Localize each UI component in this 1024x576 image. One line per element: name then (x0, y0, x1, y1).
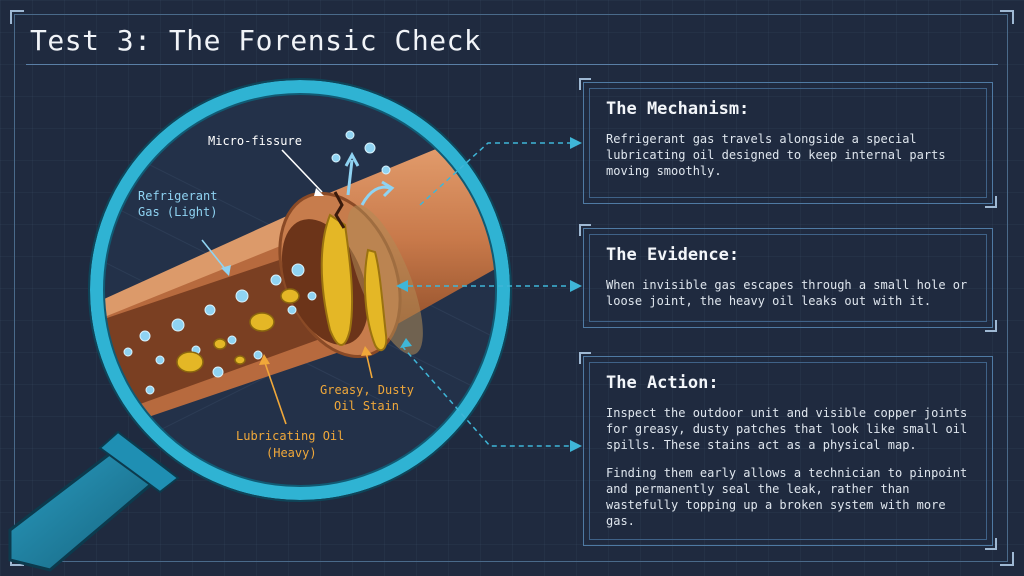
title-divider (26, 64, 998, 65)
frame-corner (1000, 10, 1014, 24)
action-panel: The Action: Inspect the outdoor unit and… (579, 352, 997, 550)
gas-bubble (270, 274, 282, 286)
evidence-body: When invisible gas escapes through a sma… (606, 278, 968, 308)
gas-bubble (235, 289, 249, 303)
frame-corner (10, 10, 24, 24)
gas-bubble (381, 165, 391, 175)
arrow-head (344, 151, 360, 167)
gas-bubble (171, 318, 185, 332)
gas-bubble (253, 350, 263, 360)
oil-leak (320, 213, 354, 346)
connector-arrowhead (570, 280, 582, 292)
connector-arrowhead (570, 440, 582, 452)
leader-refrigerant (201, 239, 227, 271)
leader-arrowhead (259, 354, 270, 365)
oil-drip (363, 248, 388, 352)
connector-arrowheads (396, 137, 582, 452)
action-heading: The Action: (606, 373, 719, 393)
label-refrigerant-line2: Gas (Light) (138, 205, 217, 219)
gas-bubble (212, 366, 224, 378)
gas-bubble (345, 130, 355, 140)
connector-arrowhead (400, 338, 412, 348)
label-stain-line1: Greasy, Dusty (320, 383, 414, 397)
gas-bubble (331, 153, 341, 163)
micro-fissure-crack (333, 191, 346, 229)
frame-corner (1000, 552, 1014, 566)
lens-ring-outer (88, 78, 512, 502)
escape-arrows (344, 151, 395, 206)
mechanism-panel: The Mechanism: Refrigerant gas travels a… (579, 78, 997, 208)
gas-bubble (155, 355, 165, 365)
connector-arrowhead (396, 280, 408, 292)
label-lubricating-line1: Lubricating Oil (236, 429, 344, 443)
leader-arrowhead (361, 346, 372, 356)
page-title: Test 3: The Forensic Check (30, 24, 482, 57)
connector-arrowhead (570, 137, 582, 149)
evidence-heading: The Evidence: (606, 245, 740, 265)
label-leaders (281, 149, 323, 193)
leader-micro-fissure (281, 149, 323, 193)
leader-arrowhead (314, 188, 324, 196)
action-body-1: Inspect the outdoor unit and visible cop… (606, 406, 968, 452)
lens-ring (90, 80, 510, 500)
oil-droplet (213, 338, 227, 350)
oil-droplet (249, 312, 275, 332)
label-micro-fissure: Micro-fissure (208, 134, 302, 148)
pipe-rim (100, 210, 320, 322)
oil-droplet (280, 288, 300, 304)
gas-bubbles (123, 130, 391, 395)
arrow-head (381, 180, 395, 198)
action-body-2: Finding them early allows a technician t… (606, 466, 968, 528)
gas-bubble (287, 305, 297, 315)
connector-mechanism (419, 142, 570, 206)
evidence-panel: The Evidence: When invisible gas escapes… (579, 224, 997, 332)
gas-bubble (364, 142, 376, 154)
oil-droplet (176, 351, 204, 373)
label-stain-line2: Oil Stain (334, 399, 399, 413)
dusty-stain (347, 205, 423, 355)
label-lubricating-line2: (Heavy) (266, 446, 317, 460)
mechanism-heading: The Mechanism: (606, 99, 750, 119)
magnifier-handle (8, 430, 180, 572)
label-refrigerant-line1: Refrigerant (138, 189, 217, 203)
leader-arrowhead (221, 265, 231, 276)
gas-bubble (291, 263, 305, 277)
outer-frame (14, 14, 1008, 562)
gas-bubble (227, 335, 237, 345)
gas-bubble (145, 385, 155, 395)
leader-lubricating (263, 359, 287, 425)
mechanism-body: Refrigerant gas travels alongside a spec… (606, 132, 946, 178)
leader-stain (365, 351, 373, 379)
gas-bubble (307, 291, 317, 301)
gas-bubble (123, 347, 133, 357)
lens-contents (100, 135, 500, 461)
pipe-interior (100, 248, 345, 412)
connectors (401, 142, 570, 447)
escape-arrow (360, 185, 391, 206)
escape-arrow (346, 159, 354, 196)
gas-bubble (139, 330, 151, 342)
lens-ring-inner (103, 93, 497, 487)
gas-bubble (204, 304, 216, 316)
oil-droplet (234, 355, 246, 365)
oil-droplets (176, 288, 300, 373)
